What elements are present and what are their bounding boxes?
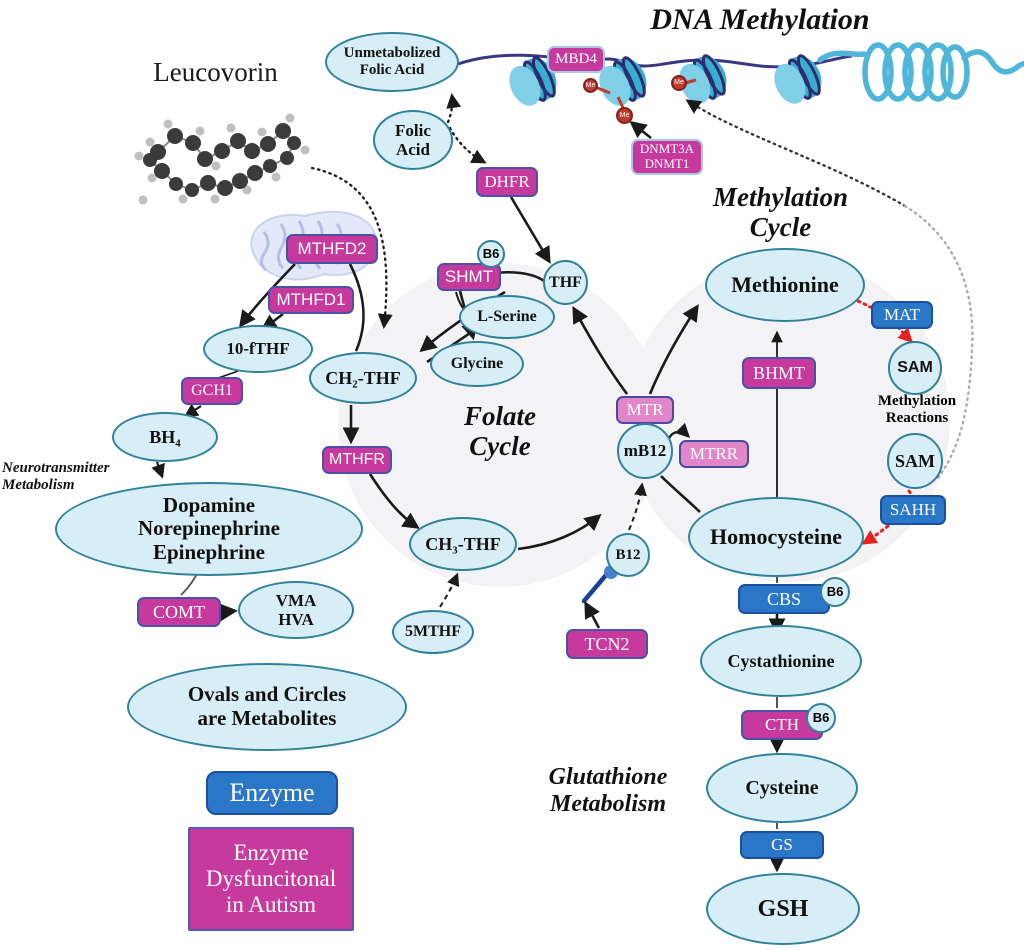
metabolite-vma-hva: VMA HVA [238,581,354,639]
cofactor-b6-cth: B6 [806,703,836,733]
methyl-mark-2: Me [616,107,633,124]
enzyme-bhmt: BHMT [742,357,816,389]
nucleosome-icon [509,54,822,106]
enzyme-gch1: GCH1 [181,377,243,405]
metabolite-b12: B12 [606,533,650,577]
enzyme-dnmt: DNMT3A DNMT1 [631,139,703,175]
enzyme-tcn2: TCN2 [566,629,648,659]
enzyme-mtr: MTR [616,396,674,424]
methyl-mark-1: Me [583,78,598,93]
legend-enzyme-dysfunctional: Enzyme Dysfuncitonal in Autism [188,827,354,931]
folate-cycle-title: Folate Cycle [464,400,536,461]
metabolite-folic-acid: Folic Acid [373,110,453,170]
metabolite-neurotransmitters: Dopamine Norepinephrine Epinephrine [55,482,363,576]
methylation-cycle-title: Methylation Cycle [712,181,848,242]
legend-enzyme: Enzyme [206,771,338,815]
methylation-reactions-label: Methylation Reactions [877,393,957,426]
enzyme-comt: COMT [137,597,221,627]
enzyme-mthfd2: MTHFD2 [286,234,378,264]
glutathione-metabolism-title: Glutathione Metabolism [548,764,668,817]
metabolite-bh4: BH₄ [112,412,218,462]
molecule-icon [134,113,310,205]
chromatin-coil-icon [817,42,1024,102]
metabolite-methionine: Methionine [705,248,865,322]
legend-metabolite-note: Ovals and Circles are Metabolites [127,663,407,751]
enzyme-mthfr: MTHFR [322,446,392,474]
metabolite-thf: THF [543,260,588,305]
metabolite-homocysteine: Homocysteine [688,497,864,577]
enzyme-mbd4: MBD4 [547,46,605,73]
metabolite-ch2-thf: CH₂-THF [309,352,417,404]
dna-methylation-title: DNA Methylation [650,3,870,37]
metabolite-glycine: Glycine [430,341,524,387]
methyl-mark-3: Me [671,75,687,91]
metabolite-gsh: GSH [706,873,860,945]
metabolite-10fthf: 10-fTHF [203,325,313,373]
cofactor-b6-cbs: B6 [820,577,850,607]
metabolite-5mthf: 5MTHF [392,610,474,654]
enzyme-mtrr: MTRR [679,440,749,468]
metabolite-cysteine: Cysteine [706,753,858,823]
enzyme-mat: MAT [871,301,933,329]
metabolite-unmetabolized-folic-acid: Unmetabolized Folic Acid [325,32,459,92]
enzyme-sahh: SAHH [880,495,946,525]
neurotransmitter-metabolism-title: Neurotransmitter Metabolism [2,460,110,493]
arrows-dotted [310,93,974,480]
metabolite-ch3-thf: CH₃-THF [409,517,517,571]
cofactor-b6-shmt: B6 [477,240,505,268]
metabolite-sam-upper: SAM [888,341,942,395]
arrows-dashed [439,482,647,608]
enzyme-cbs: CBS [738,584,830,614]
cycle-backgrounds [338,258,950,587]
metabolite-l-serine: L-Serine [459,295,555,339]
leucovorin-label: Leucovorin [153,56,278,87]
enzyme-gs: GS [740,831,824,859]
metabolite-cystathionine: Cystathionine [700,625,862,697]
metabolite-mb12: mB12 [617,423,673,479]
metabolite-sam-lower: SAM [887,433,943,489]
enzyme-mthfd1: MTHFD1 [268,286,354,314]
enzyme-dhfr: DHFR [476,167,538,197]
